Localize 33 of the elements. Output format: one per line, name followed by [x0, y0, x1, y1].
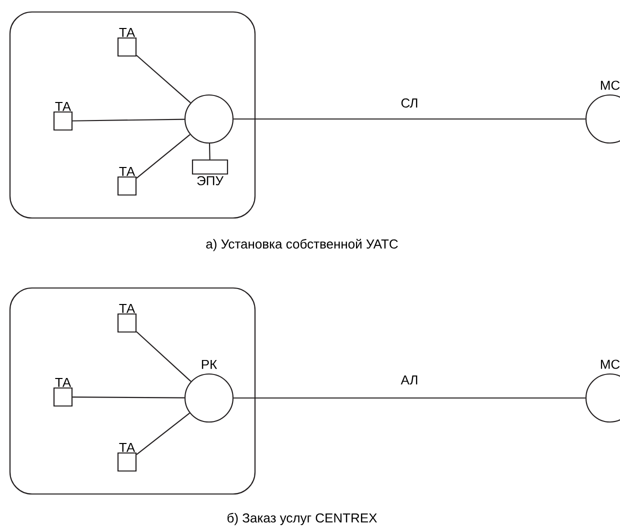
node-label: МС: [600, 360, 620, 369]
node-label: РК: [202, 360, 218, 369]
device-box: ЭПУ: [192, 159, 228, 186]
line-label: СЛ: [400, 97, 420, 109]
node-label: ТА: [55, 378, 72, 387]
node-label: ЭПУ: [197, 176, 224, 186]
connection-line: [136, 331, 192, 382]
terminal-square: ТА: [53, 102, 73, 131]
connection-line: [208, 144, 210, 160]
rounded-frame: [9, 11, 256, 219]
terminal-square: ТА: [117, 442, 137, 472]
caption: а) Установка собственной УАТС: [206, 238, 398, 252]
connection-line: [234, 118, 586, 120]
caption: б) Заказ услуг CENTREX: [228, 512, 377, 526]
node-label: ТА: [119, 28, 136, 37]
node-label: ТА: [55, 102, 72, 111]
node-label: МС: [600, 80, 620, 90]
line-label: АЛ: [400, 374, 420, 386]
connection-line: [234, 397, 586, 399]
connection-line: [136, 134, 190, 179]
rounded-frame: [9, 287, 256, 495]
node-label: ТА: [119, 304, 136, 313]
terminal-square: ТА: [117, 304, 137, 333]
terminal-square: ТА: [117, 28, 137, 57]
connection-line: [72, 118, 184, 122]
terminal-square: ТА: [117, 166, 137, 196]
station-circle: [184, 94, 234, 144]
connection-line: [72, 396, 184, 398]
connection-line: [136, 412, 190, 455]
terminal-square: ТА: [53, 378, 73, 407]
connection-line: [136, 54, 191, 104]
node-label: ТА: [119, 442, 136, 452]
node-label: ТА: [119, 166, 136, 176]
